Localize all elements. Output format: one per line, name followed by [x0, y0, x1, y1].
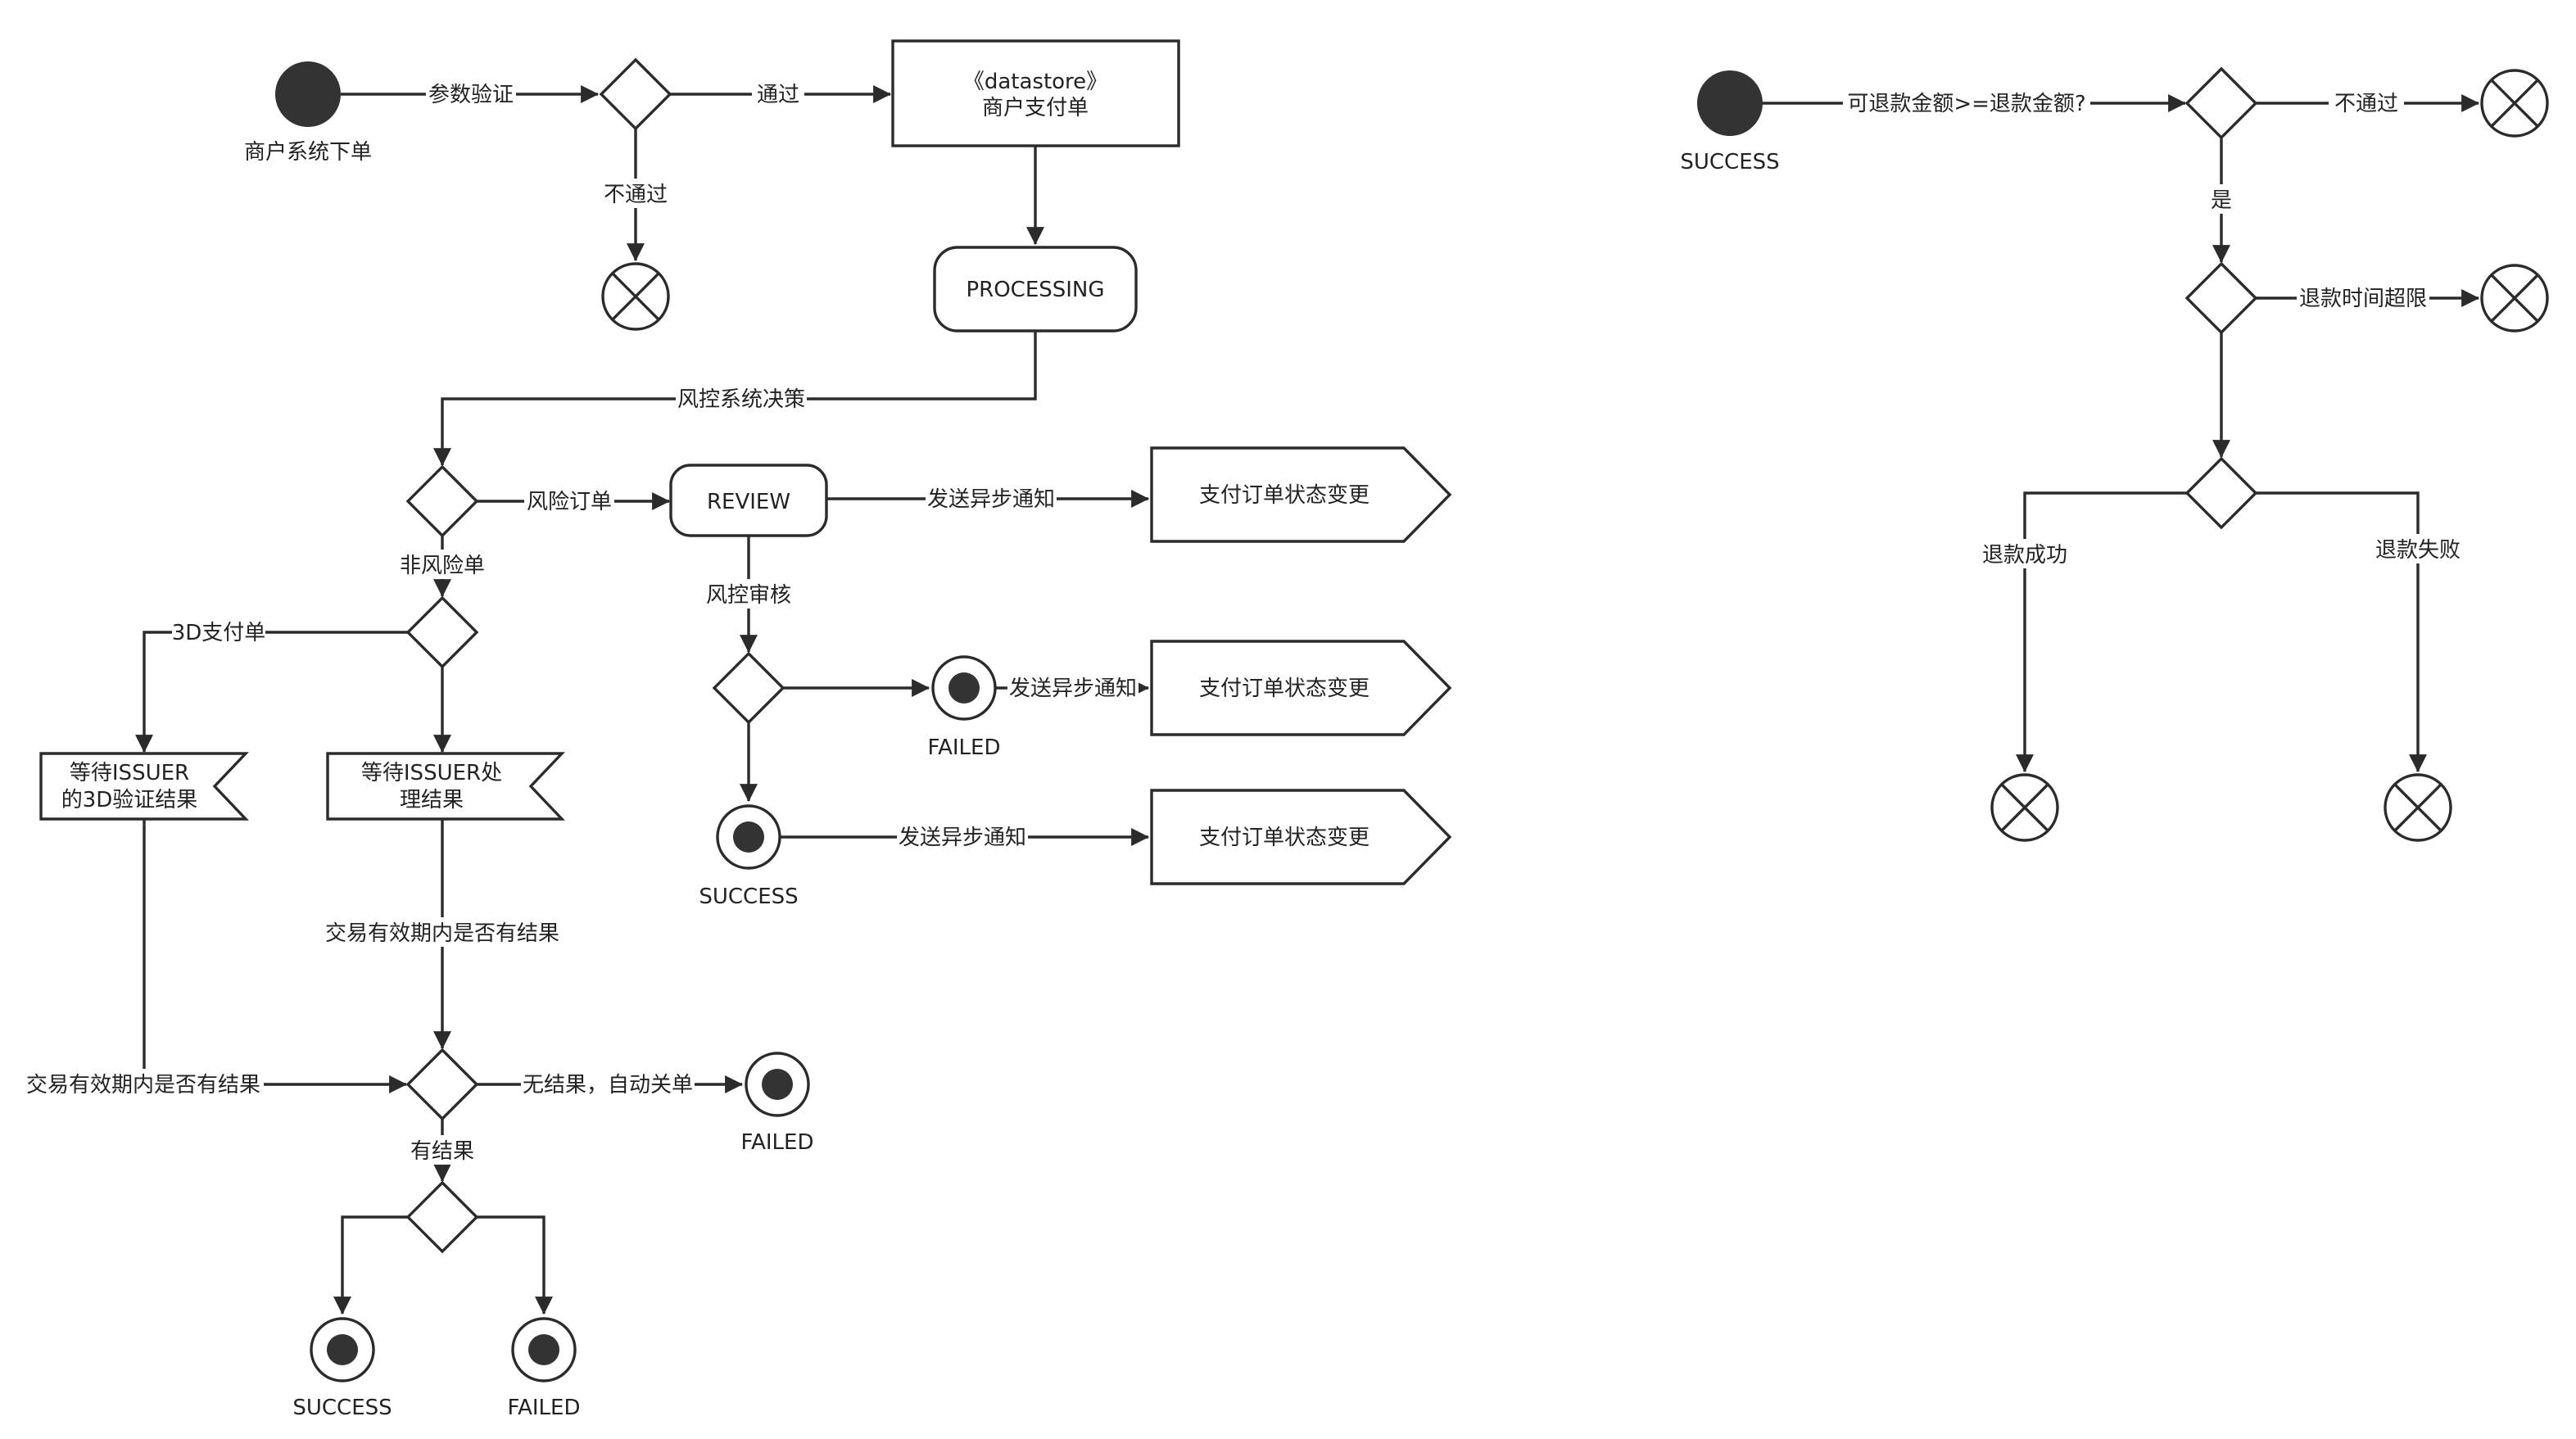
datastore-box[interactable]	[891, 39, 1180, 147]
final-success-label: SUCCESS	[292, 1396, 392, 1420]
edge-pass-label: 通过	[757, 83, 799, 107]
final-result-decision[interactable]	[405, 1180, 479, 1254]
review-success-label: SUCCESS	[699, 885, 798, 909]
edge-time-exceeded-label: 退款时间超限	[2299, 287, 2427, 311]
edge-risk-order-label: 风险订单	[527, 490, 612, 514]
edge-yes-label: 是	[2211, 188, 2232, 213]
non-risk-decision[interactable]	[405, 595, 479, 669]
edge-success-notify-label: 发送异步通知	[899, 826, 1026, 850]
payment-start-label: 商户系统下单	[244, 140, 372, 165]
wait-3d-label-line2: 的3D验证结果	[61, 788, 198, 812]
edge-fail-label: 不通过	[604, 183, 668, 207]
refund-success-terminate-node[interactable]	[1990, 773, 2059, 842]
edge-3d-validity-label: 交易有效期内是否有结果	[26, 1073, 260, 1097]
datastore-name: 商户支付单	[982, 96, 1089, 120]
edge-refund-fail-check-label: 不通过	[2334, 92, 2398, 116]
refund-start-label: SUCCESS	[1680, 150, 1779, 174]
param-fail-terminate-node[interactable]	[601, 262, 670, 331]
status-change-signal-2[interactable]	[1150, 640, 1452, 736]
status-change-signal-1[interactable]	[1150, 446, 1452, 543]
risk-decision[interactable]	[405, 464, 479, 538]
wait-3d-label-line1: 等待ISSUER	[70, 761, 189, 785]
edge-has-result-label: 有结果	[410, 1139, 474, 1164]
edge-failed-notify-label: 发送异步通知	[1009, 677, 1137, 701]
time-exceeded-terminate-node[interactable]	[2480, 264, 2549, 333]
audit-decision[interactable]	[712, 651, 785, 725]
review-failed-final-node[interactable]	[931, 655, 997, 721]
edge-refund-success-label: 退款成功	[1982, 543, 2067, 568]
wait-issuer-label-line2: 理结果	[400, 788, 464, 812]
datastore-stereotype: 《datastore》	[963, 70, 1107, 94]
status-change-label-3: 支付订单状态变更	[1199, 826, 1369, 850]
wait-issuer-result-event[interactable]	[326, 752, 565, 821]
amount-decision[interactable]	[2184, 66, 2258, 140]
edge-amount-check-label: 可退款金额>=退款金额?	[1847, 92, 2085, 116]
processing-label: PROCESSING	[966, 278, 1104, 302]
final-success-node[interactable]	[310, 1317, 375, 1382]
edge-param-check-label: 参数验证	[428, 83, 514, 107]
time-decision[interactable]	[2184, 261, 2258, 335]
wait-issuer-label-line1: 等待ISSUER处	[361, 761, 502, 785]
edge-refund-failed	[2256, 491, 2427, 773]
review-success-final-node[interactable]	[716, 804, 781, 870]
refund-result-decision[interactable]	[2184, 456, 2258, 530]
final-failed-label: FAILED	[508, 1396, 581, 1420]
edge-refund-failed-label: 退款失败	[2375, 538, 2461, 563]
status-change-label-2: 支付订单状态变更	[1199, 677, 1369, 701]
edge-3d-order-label: 3D支付单	[172, 621, 266, 645]
payment-start-node[interactable]	[275, 61, 341, 127]
review-failed-label: FAILED	[928, 735, 1001, 760]
edge-3d-order	[135, 631, 408, 753]
status-change-label-1: 支付订单状态变更	[1199, 483, 1369, 508]
edge-risk-audit-label: 风控审核	[706, 583, 791, 608]
amount-fail-terminate-node[interactable]	[2480, 69, 2549, 138]
payment-flow: 商户系统下单 参数验证 通过 不通过 《datastore》 商户支付单 PRO…	[23, 39, 1452, 1420]
review-label: REVIEW	[707, 490, 790, 514]
result-decision[interactable]	[405, 1048, 479, 1121]
param-decision[interactable]	[599, 57, 672, 131]
edge-non-risk-label: 非风险单	[400, 554, 485, 578]
edge-refund-success	[2016, 491, 2187, 773]
edge-review-notify-label: 发送异步通知	[927, 487, 1055, 512]
refund-start-node[interactable]	[1697, 70, 1763, 136]
wait-3d-result-event[interactable]	[39, 752, 249, 821]
refund-flow: SUCCESS 可退款金额>=退款金额? 不通过 是 退款时间超限	[1680, 66, 2549, 842]
edge-risk-decision-label: 风控系统决策	[677, 387, 805, 412]
edge-final-success	[333, 1215, 408, 1315]
auto-close-failed-final-node[interactable]	[745, 1052, 810, 1117]
final-failed-node[interactable]	[511, 1317, 577, 1382]
auto-close-failed-label: FAILED	[741, 1130, 814, 1155]
edge-issuer-validity-label: 交易有效期内是否有结果	[325, 921, 559, 946]
status-change-signal-3[interactable]	[1150, 789, 1452, 885]
edge-3d-validity	[143, 819, 408, 1093]
refund-failed-terminate-node[interactable]	[2384, 773, 2452, 842]
edge-no-result-label: 无结果，自动关单	[523, 1073, 693, 1097]
edge-final-failed	[477, 1215, 553, 1315]
